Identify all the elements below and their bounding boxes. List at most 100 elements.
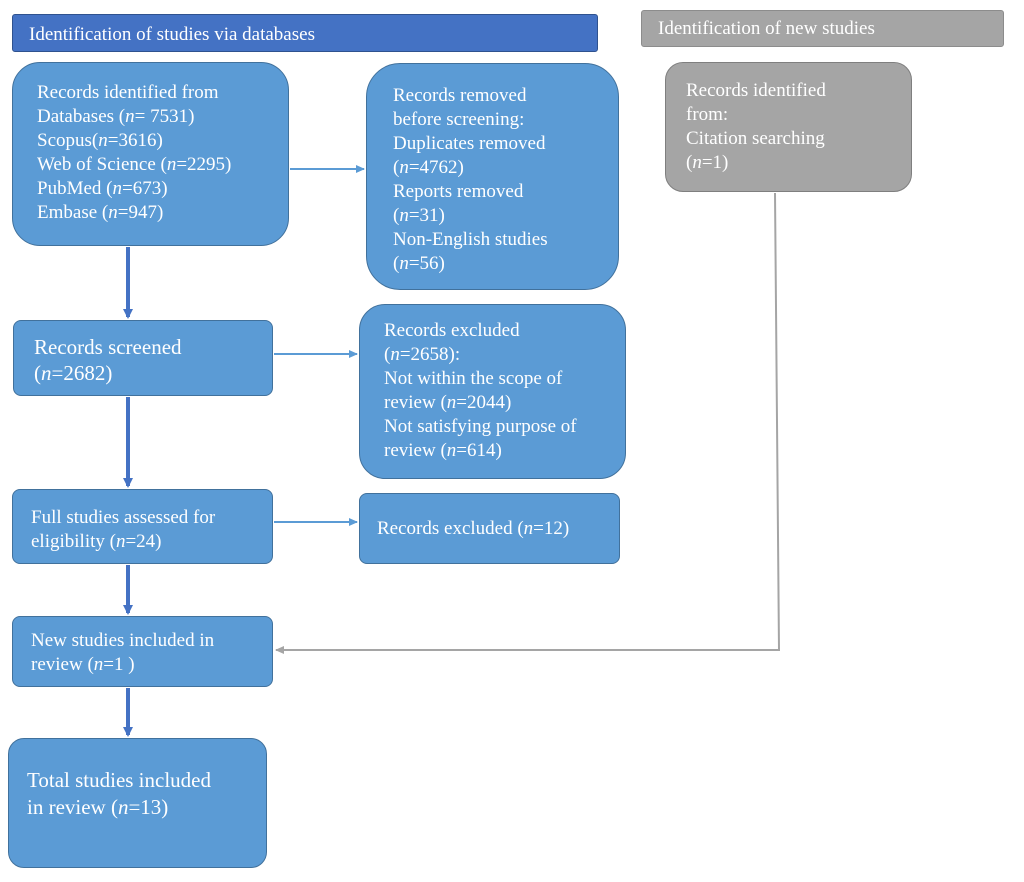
italic-n: n bbox=[125, 106, 135, 127]
text-run: =12) bbox=[533, 518, 570, 539]
text-line: Records removed bbox=[393, 84, 618, 108]
records-excluded-screening-box: Records excluded(n=2658):Not within the … bbox=[359, 304, 626, 479]
italic-n: n bbox=[446, 440, 457, 461]
text-run: =1) bbox=[701, 152, 729, 173]
header-new-studies: Identification of new studies bbox=[641, 10, 1004, 47]
text-run: Non-English studies bbox=[393, 229, 548, 250]
italic-n: n bbox=[399, 253, 409, 274]
citation-searching-text: Records identified from: Citation searchin… bbox=[686, 79, 911, 175]
header-databases-label: Identification of studies via databases bbox=[29, 24, 315, 45]
text-run: Not satisfying purpose of bbox=[384, 416, 577, 437]
text-run: PubMed ( bbox=[37, 178, 113, 199]
text-line: Duplicates removed bbox=[393, 132, 618, 156]
text-run: Databases ( bbox=[37, 106, 126, 127]
text-run: =4762) bbox=[408, 157, 464, 178]
text-run: ( bbox=[384, 344, 391, 365]
italic-n: n bbox=[112, 178, 122, 199]
text-line: review (n=614) bbox=[384, 439, 625, 463]
text-run: Records excluded bbox=[384, 320, 520, 341]
text-run: =673) bbox=[121, 178, 168, 199]
text-run: =31) bbox=[408, 205, 445, 226]
italic-n: n bbox=[98, 130, 108, 151]
italic-n: n bbox=[523, 518, 534, 539]
text-run: review ( bbox=[384, 440, 447, 461]
text-run: Embase ( bbox=[37, 202, 109, 223]
text-line: (n=56) bbox=[393, 252, 618, 276]
text-run: =3616) bbox=[107, 130, 163, 151]
text-line: review (n=2044) bbox=[384, 391, 625, 415]
italic-n: n bbox=[399, 157, 409, 178]
text-line: Records identified bbox=[686, 79, 911, 103]
text-run: =24) bbox=[125, 531, 162, 552]
text-line: Databases (n= 7531) bbox=[37, 105, 288, 129]
text-line: from: bbox=[686, 103, 911, 127]
text-line: Scopus(n=3616) bbox=[37, 129, 288, 153]
text-line: Records screened bbox=[34, 334, 272, 360]
italic-n: n bbox=[117, 795, 129, 819]
text-run: review ( bbox=[384, 392, 447, 413]
text-line: (n=2682) bbox=[34, 360, 272, 386]
text-run: ( bbox=[686, 152, 693, 173]
italic-n: n bbox=[446, 392, 457, 413]
italic-n: n bbox=[399, 205, 409, 226]
text-run: Citation searching bbox=[686, 128, 825, 149]
records-excluded-screening-text: Records excluded(n=2658):Not within the … bbox=[384, 319, 625, 463]
text-run: =2295) bbox=[176, 154, 232, 175]
text-line: (n=31) bbox=[393, 204, 618, 228]
text-run: Records identified bbox=[686, 80, 826, 101]
text-line: Full studies assessed for bbox=[31, 506, 272, 530]
text-line: in review (n=13) bbox=[27, 794, 266, 821]
text-line: (n=4762) bbox=[393, 156, 618, 180]
text-line: eligibility (n=24) bbox=[31, 530, 272, 554]
text-run: Scopus( bbox=[37, 130, 99, 151]
italic-n: n bbox=[692, 152, 702, 173]
text-line: Records identified from bbox=[37, 81, 288, 105]
text-line: Non-English studies bbox=[393, 228, 618, 252]
text-run: ( bbox=[393, 157, 400, 178]
text-line: Records excluded bbox=[384, 319, 625, 343]
citation-searching-box: Records identified from: Citation searchin… bbox=[665, 62, 912, 192]
records-excluded-full-box: Records excluded (n=12) bbox=[359, 493, 620, 564]
text-run: =2044) bbox=[456, 392, 512, 413]
italic-n: n bbox=[108, 202, 118, 223]
text-run: Full studies assessed for bbox=[31, 507, 216, 528]
text-run: =1 ) bbox=[103, 654, 135, 675]
text-line: PubMed (n=673) bbox=[37, 177, 288, 201]
text-run: =56) bbox=[408, 253, 445, 274]
italic-n: n bbox=[93, 654, 104, 675]
text-run: Duplicates removed bbox=[393, 133, 546, 154]
records-screened-text: Records screened(n=2682) bbox=[34, 334, 272, 386]
text-run: from: bbox=[686, 104, 729, 125]
header-new-studies-label: Identification of new studies bbox=[658, 18, 875, 39]
text-run: =2658): bbox=[399, 344, 461, 365]
text-line: New studies included in bbox=[31, 629, 272, 653]
text-run: ( bbox=[34, 361, 41, 385]
text-run: eligibility ( bbox=[31, 531, 116, 552]
italic-n: n bbox=[166, 154, 177, 175]
text-run: = 7531) bbox=[134, 106, 195, 127]
header-databases: Identification of studies via databases bbox=[12, 14, 598, 52]
text-line: before screening: bbox=[393, 108, 618, 132]
text-line: (n=2658): bbox=[384, 343, 625, 367]
text-run: Reports removed bbox=[393, 181, 524, 202]
text-line: Total studies included bbox=[27, 767, 266, 794]
text-run: ( bbox=[393, 253, 400, 274]
text-run: New studies included in bbox=[31, 630, 215, 651]
italic-n: n bbox=[390, 344, 400, 365]
text-run: Web of Science ( bbox=[37, 154, 167, 175]
text-run: =2682) bbox=[51, 361, 113, 385]
text-run: Records removed bbox=[393, 85, 527, 106]
italic-n: n bbox=[115, 531, 126, 552]
text-line: Records excluded (n=12) bbox=[377, 517, 619, 541]
text-run: in review ( bbox=[27, 795, 118, 819]
text-run: =614) bbox=[456, 440, 502, 461]
